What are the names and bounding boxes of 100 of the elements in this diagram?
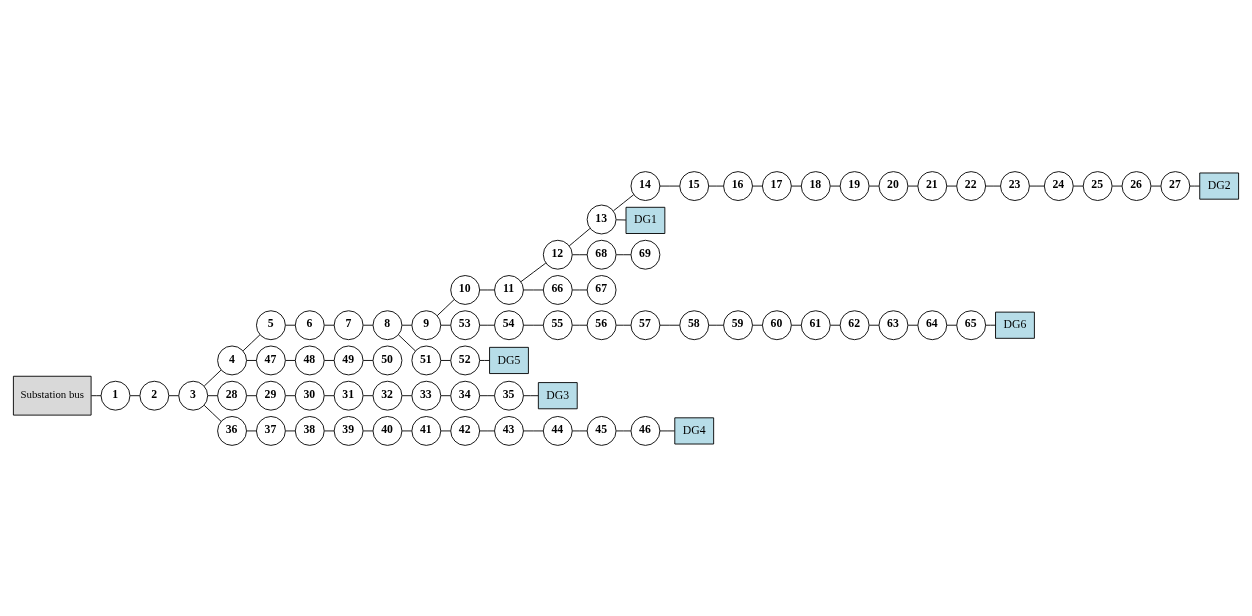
- connector: [324, 324, 335, 326]
- connector: [615, 253, 632, 255]
- connector: [479, 394, 495, 396]
- node-circle: 2: [139, 380, 170, 411]
- connector: [868, 324, 880, 326]
- node-circle: 55: [542, 309, 573, 340]
- connector: [479, 289, 495, 290]
- node-circle: 16: [723, 170, 753, 201]
- node-circle: 8: [372, 309, 403, 340]
- node-circle: 47: [256, 345, 286, 375]
- connector: [791, 185, 802, 186]
- connector: [708, 324, 724, 326]
- connector: [568, 227, 591, 246]
- connector: [523, 289, 544, 290]
- connector: [440, 324, 452, 326]
- node-circle: 63: [878, 309, 909, 340]
- connector: [907, 185, 919, 186]
- node-circle: 53: [450, 309, 481, 340]
- node-circle: 44: [542, 415, 573, 446]
- connector: [615, 430, 632, 431]
- connector: [246, 394, 257, 396]
- node-circle: 34: [450, 380, 481, 411]
- connector: [285, 394, 296, 396]
- connector: [479, 324, 495, 326]
- node-circle: 17: [761, 170, 792, 201]
- connector: [520, 262, 547, 282]
- connector: [479, 359, 490, 361]
- connector: [90, 394, 102, 396]
- connector: [436, 298, 455, 316]
- connector: [572, 324, 588, 326]
- node-circle: 6: [294, 309, 325, 340]
- connector: [362, 394, 374, 396]
- node-circle: 32: [372, 380, 403, 411]
- node-box: DG5: [489, 346, 529, 374]
- connector: [324, 394, 335, 396]
- connector: [791, 324, 802, 326]
- connector: [708, 185, 724, 186]
- node-circle: 35: [494, 380, 524, 411]
- node-circle: 45: [586, 415, 617, 446]
- node-circle: 59: [723, 309, 753, 340]
- connector: [572, 289, 588, 290]
- node-circle: 28: [217, 380, 247, 411]
- connector: [401, 430, 413, 431]
- node-circle: 39: [333, 415, 364, 446]
- connector: [246, 359, 257, 361]
- connector: [946, 185, 958, 186]
- connector: [659, 430, 675, 431]
- node-circle: 1: [100, 380, 131, 411]
- connector: [659, 185, 681, 186]
- connector: [1073, 185, 1084, 186]
- node-circle: 40: [372, 415, 403, 446]
- node-circle: 20: [878, 170, 909, 201]
- node-circle: 54: [494, 309, 524, 340]
- node-circle: 25: [1082, 170, 1113, 201]
- connector: [324, 430, 335, 431]
- connector: [207, 394, 218, 396]
- node-box: DG4: [674, 416, 715, 444]
- node-circle: 49: [333, 345, 364, 375]
- node-circle: 30: [294, 380, 325, 411]
- connector: [168, 394, 180, 396]
- connector: [659, 324, 681, 326]
- node-circle: 12: [542, 239, 573, 270]
- node-box: DG2: [1199, 172, 1240, 200]
- connector: [985, 324, 996, 326]
- connector: [440, 430, 452, 431]
- node-circle: 7: [333, 309, 364, 340]
- connector: [362, 359, 374, 361]
- node-circle: 18: [800, 170, 831, 201]
- node-circle: 11: [494, 274, 524, 305]
- connector: [572, 430, 588, 431]
- connector: [203, 404, 222, 422]
- connector: [1111, 185, 1123, 186]
- node-circle: 38: [294, 415, 325, 446]
- connector: [868, 185, 880, 186]
- connector: [985, 185, 1001, 186]
- connector: [242, 333, 261, 351]
- node-circle: 51: [411, 345, 442, 375]
- node-circle: 58: [679, 309, 710, 340]
- node-circle: 5: [256, 309, 286, 340]
- connector: [907, 324, 919, 326]
- connector: [285, 359, 296, 361]
- connector: [752, 324, 763, 326]
- connector: [1150, 185, 1162, 186]
- node-circle: 29: [256, 380, 286, 411]
- node-circle: 65: [956, 309, 987, 340]
- node-circle: 50: [372, 345, 403, 375]
- node-circle: 15: [679, 170, 710, 201]
- node-circle: 43: [494, 415, 524, 446]
- node-circle: 9: [411, 309, 442, 340]
- connector: [613, 193, 635, 211]
- connector: [398, 333, 416, 351]
- connector: [246, 430, 257, 431]
- node-circle: 36: [217, 415, 247, 446]
- node-circle: 31: [333, 380, 364, 411]
- connector: [523, 430, 544, 431]
- connector: [830, 185, 841, 186]
- node-circle: 33: [411, 380, 442, 411]
- node-circle: 26: [1121, 170, 1152, 201]
- node-circle: 3: [178, 380, 209, 411]
- node-circle: 48: [294, 345, 325, 375]
